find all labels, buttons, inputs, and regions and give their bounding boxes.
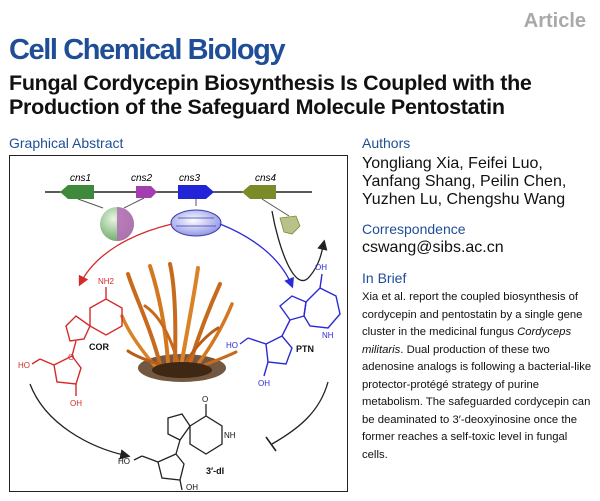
authors-list: Yongliang Xia, Feifei Luo, Yanfang Shang… bbox=[362, 155, 594, 209]
cor-oh-label: OH bbox=[70, 399, 82, 408]
gene-label-cns3: cns3 bbox=[179, 173, 201, 184]
gene-cns4 bbox=[242, 185, 276, 199]
ptn-oh-label: OH bbox=[315, 263, 327, 272]
in-brief-text: Xia et al. report the coupled biosynthes… bbox=[362, 289, 594, 464]
article-label: Article bbox=[523, 10, 586, 32]
cns2-link bbox=[123, 197, 145, 209]
correspondence-email[interactable]: cswang@sibs.ac.cn bbox=[362, 239, 594, 257]
cns3-protein bbox=[170, 209, 222, 237]
cordycepin-structure bbox=[31, 287, 123, 396]
authors-heading: Authors bbox=[362, 135, 411, 151]
gene-cns2 bbox=[136, 186, 157, 198]
cor-ho-label: HO bbox=[18, 361, 30, 370]
ptn-ho-label: HO bbox=[226, 341, 238, 350]
ptn-synthesis-arrow bbox=[219, 223, 294, 289]
cor-o-label: O bbox=[68, 353, 74, 362]
cor-nh2-label: NH2 bbox=[98, 277, 115, 286]
ptn-oh-label-2: OH bbox=[258, 379, 270, 388]
export-arrow bbox=[271, 210, 328, 282]
cns2-protein-half bbox=[117, 207, 134, 241]
inhibition-bar bbox=[265, 436, 277, 452]
dl-o-label: O bbox=[202, 395, 208, 404]
in-brief-text-end: . Dual production of these two adenosine… bbox=[362, 343, 592, 461]
authors-line-2: Yanfang Shang, Peilin Chen, bbox=[362, 173, 567, 190]
ptn-nh-label: NH bbox=[322, 331, 334, 340]
in-brief-heading: In Brief bbox=[362, 270, 407, 286]
cor-label: COR bbox=[89, 342, 110, 352]
ptn-label: PTN bbox=[296, 344, 314, 354]
paper-title-line-2: Production of the Safeguard Molecule Pen… bbox=[9, 95, 505, 119]
journal-title: Cell Chemical Biology bbox=[9, 34, 286, 66]
species-name: Cordyceps militaris bbox=[362, 326, 572, 356]
graphical-abstract-svg: cns1 cns2 cns3 cns4 bbox=[18, 173, 341, 492]
cns4-link bbox=[261, 198, 290, 217]
gene-label-cns1: cns1 bbox=[70, 173, 91, 184]
pentostatin-structure bbox=[239, 273, 341, 377]
cordyceps-militaris-image bbox=[120, 262, 238, 382]
gene-cns3 bbox=[178, 185, 214, 199]
gene-label-cns2: cns2 bbox=[131, 173, 153, 184]
cns1-link bbox=[77, 198, 104, 209]
dl-label: 3′-dI bbox=[206, 466, 224, 476]
cor-synthesis-arrow bbox=[78, 223, 173, 287]
correspondence-email-text[interactable]: cswang@sibs.ac.cn bbox=[362, 239, 504, 256]
paper-title-line-1: Fungal Cordycepin Biosynthesis Is Couple… bbox=[9, 71, 532, 95]
inhibition-line bbox=[271, 381, 329, 445]
deoxyinosine-structure bbox=[133, 404, 223, 491]
dl-oh-label: OH bbox=[186, 483, 198, 492]
correspondence-heading: Correspondence bbox=[362, 221, 466, 237]
paper-title: Fungal Cordycepin Biosynthesis Is Couple… bbox=[9, 71, 594, 119]
gene-cns1 bbox=[60, 185, 94, 199]
graphical-abstract-figure: cns1 cns2 cns3 cns4 bbox=[9, 155, 348, 492]
dl-nh-label: NH bbox=[224, 431, 236, 440]
dl-ho-label: HO bbox=[118, 457, 130, 466]
graphical-abstract-heading: Graphical Abstract bbox=[9, 135, 124, 151]
in-brief-text-start: Xia et al. report the coupled biosynthes… bbox=[362, 291, 583, 338]
deamination-arrow bbox=[29, 383, 131, 460]
authors-line-1: Yongliang Xia, Feifei Luo, bbox=[362, 155, 543, 172]
gene-label-cns4: cns4 bbox=[255, 173, 277, 184]
authors-line-3: Yuzhen Lu, Chengshu Wang bbox=[362, 191, 566, 208]
cns4-transporter bbox=[279, 215, 301, 235]
in-brief-paragraph: Xia et al. report the coupled biosynthes… bbox=[362, 289, 594, 464]
